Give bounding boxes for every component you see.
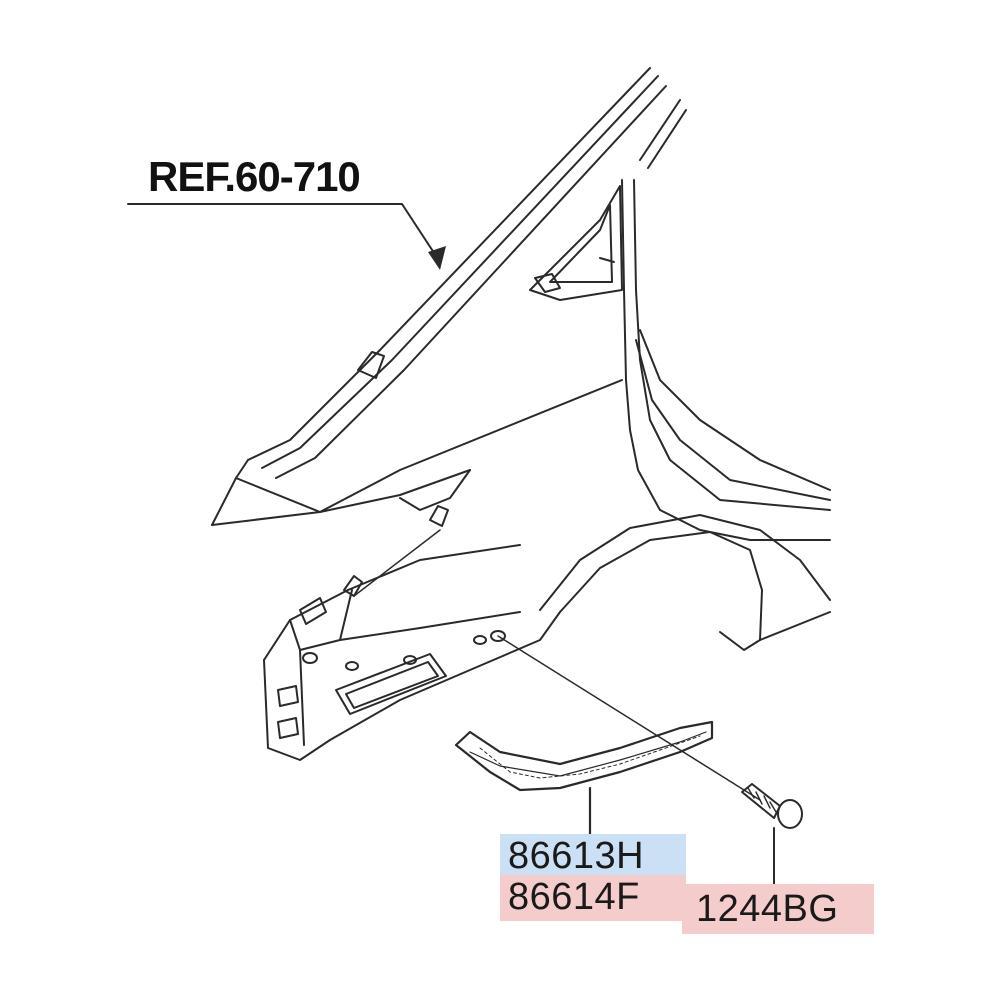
garnish-strip-part: [454, 720, 714, 838]
arrow-head-icon: [428, 246, 446, 270]
part-number-86613h[interactable]: 86613H: [500, 834, 686, 878]
part-number-1244bg[interactable]: 1244BG: [682, 884, 874, 934]
screw-part: [741, 783, 803, 887]
fender-panel: [211, 67, 831, 761]
part-number-86614f[interactable]: 86614F: [500, 875, 686, 921]
assembly-guide-lines: [353, 529, 761, 801]
reference-label: REF.60-710: [148, 153, 361, 200]
ref-leader-line: [127, 203, 446, 270]
